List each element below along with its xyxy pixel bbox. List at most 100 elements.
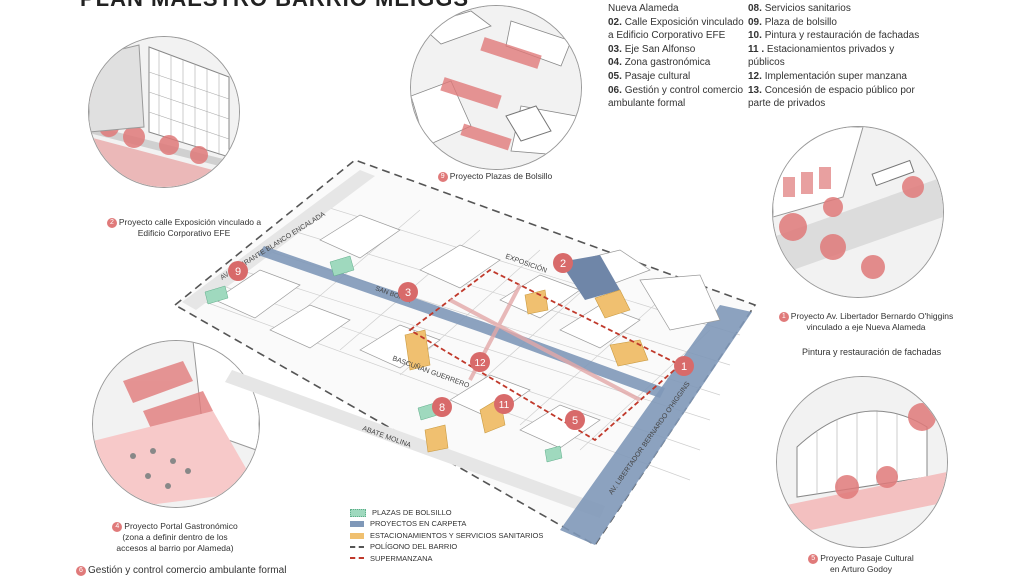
legend-item: 06. Gestión y control comercio: [608, 84, 744, 98]
legend-item-number: 04.: [608, 57, 622, 69]
marker-1[interactable]: 1: [674, 356, 694, 376]
legend-row-supermanzana: SUPERMANZANA: [350, 553, 543, 564]
marker-2[interactable]: 2: [553, 253, 573, 273]
legend-item: 11 . Estacionamientos privados y: [748, 43, 919, 57]
legend-item: públicos: [748, 56, 919, 70]
legend-item-text: Nueva Alameda: [608, 3, 679, 14]
marker-label: 3: [405, 287, 411, 299]
marker-11[interactable]: 11: [494, 394, 514, 414]
legend-item-number: 03.: [608, 43, 622, 55]
legend-item-number: 05.: [608, 70, 622, 82]
caption-line: accesos al barrio por Alameda): [116, 543, 234, 553]
caption-line: en Arturo Godoy: [830, 564, 892, 574]
legend-item-text: Implementación super manzana: [764, 70, 907, 82]
legend-row-estacionamientos: ESTACIONAMIENTOS Y SERVICIOS SANITARIOS: [350, 530, 543, 541]
street-abate: [225, 370, 605, 518]
legend-item: 05. Pasaje cultural: [608, 70, 744, 84]
legend-item-number: 10.: [748, 30, 762, 42]
legend-item-number: 12.: [748, 70, 762, 82]
legend-item-text: Servicios sanitarios: [764, 3, 851, 14]
vignette-plazas-illustration: [411, 6, 581, 169]
legend-item: 13. Concesión de espacio público por: [748, 84, 919, 98]
vignette-pasaje: [776, 376, 948, 548]
legend-item: 02. Calle Exposición vinculado: [608, 16, 744, 30]
caption-line: vinculado a eje Nueva Alameda: [806, 322, 926, 332]
caption-number-badge: 5: [808, 553, 819, 564]
legend-item-text: públicos: [748, 57, 785, 69]
swatch-proyectos: [350, 521, 364, 528]
marker-label: 1: [681, 361, 687, 373]
caption-line: Proyecto Av. Libertador Bernardo O'higgi…: [790, 311, 954, 321]
legend-item-text: a Edificio Corporativo EFE: [608, 30, 726, 42]
legend-item: 09. Plaza de bolsillo: [748, 16, 919, 30]
swatch-plazas: [350, 508, 366, 517]
note-facades: Pintura y restauración de fachadas: [802, 347, 942, 357]
caption-number-badge: 6: [76, 565, 86, 576]
caption-number-badge: 4: [112, 521, 123, 532]
plaza-patches: [204, 255, 563, 463]
legend-item-text: parte de privados: [748, 98, 826, 110]
marker-9[interactable]: 9: [228, 261, 248, 281]
marker-5[interactable]: 5: [565, 410, 585, 430]
polygon-barrio: [173, 159, 757, 547]
legend-row-plazas: PLAZAS DE BOLSILLO: [350, 507, 543, 518]
marker-label: 12: [474, 358, 486, 369]
legend-item-number: 13.: [748, 84, 762, 96]
vignette-plazas: [410, 5, 582, 170]
vignette-exposicion-illustration: [89, 37, 239, 187]
legend-item: 12. Implementación super manzana: [748, 70, 919, 84]
caption-number-badge: 9: [437, 171, 448, 182]
marker-label: 8: [439, 402, 445, 414]
legend-item-number: 11 .: [748, 43, 765, 55]
caption-line: Proyecto calle Exposición vinculado a: [118, 217, 262, 227]
legend-item-text: Plaza de bolsillo: [764, 16, 837, 28]
marker-label: 11: [499, 400, 510, 411]
caption-line: (zona a definir dentro de los: [122, 532, 228, 542]
legend-item: 04. Zona gastronómica: [608, 56, 744, 70]
legend-item: ambulante formal: [608, 97, 744, 111]
legend-label: POLÍGONO DEL BARRIO: [370, 542, 458, 552]
caption-line: Proyecto Pasaje Cultural: [820, 553, 914, 563]
legend-item-number: 06.: [608, 84, 622, 96]
vignette-libertador-illustration: [773, 127, 943, 297]
legend-item-text: Zona gastronómica: [624, 57, 711, 69]
map-markers: 9 2 3 12 8 11 5 1: [228, 253, 694, 430]
caption-number-badge: 2: [106, 217, 117, 228]
legend-item: 10. Pintura y restauración de fachadas: [748, 29, 919, 43]
building-efe: [560, 255, 620, 300]
swatch-estacionamientos: [350, 532, 364, 539]
legend-item-text: Concesión de espacio público por: [764, 84, 915, 96]
vignette-gastronomico: [92, 340, 260, 508]
legend-label: SUPERMANZANA: [370, 553, 433, 563]
marker-3[interactable]: 3: [398, 282, 418, 302]
legend-item: 08. Servicios sanitarios: [748, 2, 919, 16]
legend-list-left: Nueva Alameda 02. Calle Exposición vincul…: [608, 2, 744, 111]
legend-item-number: 09.: [748, 16, 762, 28]
legend-label: PROYECTOS EN CARPETA: [370, 519, 467, 529]
caption-line: Edificio Corporativo EFE: [137, 228, 231, 238]
legend-item-text: Pintura y restauración de fachadas: [764, 30, 920, 42]
swatch-poligono: [350, 545, 364, 548]
project-libertador-blue: [560, 305, 752, 545]
marker-label: 5: [572, 415, 578, 427]
swatch-supermanzana: [350, 557, 364, 560]
legend-item-number: 08.: [748, 3, 762, 14]
legend-item-text: Estacionamientos privados y: [766, 43, 895, 55]
legend-item-text: Gestión y control comercio: [624, 84, 744, 96]
bottom-caption-text: Gestión y control comercio ambulante for…: [88, 565, 287, 576]
legend-item: 03. Eje San Alfonso: [608, 43, 744, 57]
marker-8[interactable]: 8: [432, 397, 452, 417]
marker-label: 9: [235, 266, 241, 278]
legend-label: PLAZAS DE BOLSILLO: [372, 508, 452, 517]
legend-item-number: 02.: [608, 16, 622, 28]
marker-12[interactable]: 12: [470, 352, 490, 372]
vignette-exposicion: [88, 36, 240, 188]
legend-item: a Edificio Corporativo EFE: [608, 29, 744, 43]
legend-item-text: ambulante formal: [608, 98, 686, 110]
marker-label: 2: [560, 258, 566, 270]
